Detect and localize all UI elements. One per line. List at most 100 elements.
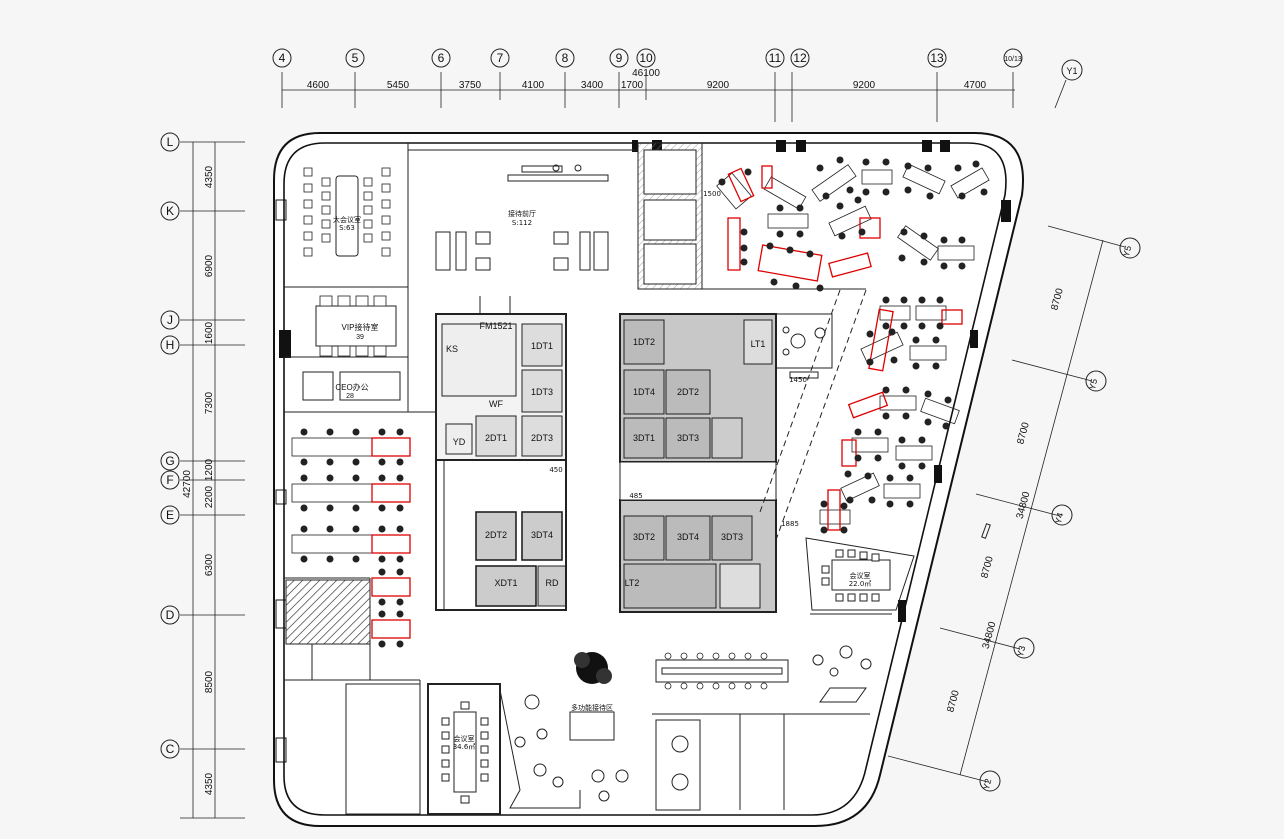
conf-big-area: S:63 <box>339 224 355 232</box>
top-dim-total: 46100 <box>632 68 660 79</box>
lobby-label: 接待前厅 <box>508 209 536 218</box>
left-workstations <box>291 428 411 648</box>
grid-bubble-10-13: 10/13 <box>1004 56 1022 63</box>
lift-xdt1: XDT1 <box>494 578 517 588</box>
yd-label: YD <box>453 437 466 447</box>
lift-1dt4: 1DT4 <box>633 387 655 397</box>
right-dim-3: 8700 <box>979 555 995 580</box>
grid-bubble-10: 10 <box>639 51 653 65</box>
left-grid-bubbles: L K J H G F E D C <box>160 132 180 759</box>
conf-right-label: 会议室 <box>850 571 871 580</box>
lift-3dt2: 3DT2 <box>633 532 655 542</box>
lift-3dt4-a: 3DT4 <box>531 530 553 540</box>
grid-bubble-y5: Y5 <box>1087 378 1100 391</box>
dim-1450: 1450 <box>789 376 807 384</box>
grid-bubble-d: D <box>166 608 175 622</box>
top-dimension-chain: 4600 5450 3750 4100 3400 1700 9200 9200 … <box>281 68 1015 122</box>
grid-bubble-11: 11 <box>769 51 782 65</box>
wf-label: WF <box>489 399 503 409</box>
dim-450: 450 <box>549 466 562 474</box>
grid-bubble-7: 7 <box>497 51 504 65</box>
left-dim-4: 7300 <box>204 391 215 414</box>
vip-area: 39 <box>356 334 364 341</box>
lobby-area: S:112 <box>512 219 532 227</box>
top-dim-3: 3750 <box>459 80 482 91</box>
grid-bubble-4: 4 <box>279 51 286 65</box>
core-b <box>619 313 777 613</box>
grid-bubble-13: 13 <box>930 51 944 65</box>
grid-bubble-y2: Y2 <box>981 778 994 791</box>
grid-bubble-h: H <box>166 338 175 352</box>
grid-bubble-l: L <box>167 135 174 149</box>
grid-bubble-y4: Y4 <box>1053 512 1066 525</box>
room-labels: 接待前厅 S:112 大会议室 S:63 VIP接待室 39 CEO办公 28 … <box>333 190 871 751</box>
left-dim-7: 6300 <box>204 553 215 576</box>
right-office-chairs <box>718 156 988 534</box>
top-dim-1: 4600 <box>307 80 330 91</box>
dim-1885: 1885 <box>781 520 799 528</box>
lift-3dt3-a: 3DT3 <box>677 433 699 443</box>
grid-bubble-c: C <box>166 742 175 756</box>
lift-3dt1: 3DT1 <box>633 433 655 443</box>
circulation-dashed-line <box>775 289 867 541</box>
left-dim-2: 6900 <box>204 254 215 277</box>
left-dim-1: 4350 <box>204 165 215 188</box>
lift-1dt1: 1DT1 <box>531 341 553 351</box>
grid-bubble-9: 9 <box>616 51 623 65</box>
ks-label: KS <box>446 344 458 354</box>
lift-2dt1: 2DT1 <box>485 433 507 443</box>
right-dim-4: 8700 <box>945 689 961 714</box>
grid-bubble-y3: Y3 <box>1015 645 1028 658</box>
support-rooms <box>637 142 866 290</box>
tree-icon <box>574 652 612 684</box>
lift-3dt4-b: 3DT4 <box>677 532 699 542</box>
bottom-chairs <box>664 652 768 690</box>
lift-lt2: LT2 <box>625 578 640 588</box>
left-dim-9: 4350 <box>204 772 215 795</box>
grid-bubble-k: K <box>166 204 174 218</box>
core-a <box>435 313 567 611</box>
top-dim-6: 1700 <box>621 80 644 91</box>
left-wing-rooms <box>284 143 436 681</box>
top-dim-8: 9200 <box>853 80 876 91</box>
conf-big-label: 大会议室 <box>333 215 361 224</box>
lift-1dt3: 1DT3 <box>531 387 553 397</box>
grid-bubble-j: J <box>167 313 173 327</box>
lift-2dt2-b: 2DT2 <box>677 387 699 397</box>
vip-label: VIP接待室 <box>342 322 379 332</box>
left-dim-8: 8500 <box>204 670 215 693</box>
multi-function-label: 多功能接待区 <box>571 703 613 712</box>
lift-2dt2-a: 2DT2 <box>485 530 507 540</box>
lift-lt1: LT1 <box>751 339 766 349</box>
grid-bubble-y5-top: Y5 <box>1121 245 1134 258</box>
left-dim-total: 42700 <box>182 470 193 498</box>
left-dim-3: 1600 <box>204 321 215 344</box>
room-rd: RD <box>546 578 559 588</box>
top-dim-2: 5450 <box>387 80 410 91</box>
lift-3dt3-b: 3DT3 <box>721 532 743 542</box>
right-dim-total-1: 34800 <box>1015 490 1033 520</box>
grid-bubble-6: 6 <box>438 51 445 65</box>
conf-bottom-area: 34.6㎡ <box>453 743 476 751</box>
grid-bubble-e: E <box>166 508 174 522</box>
right-office-desks <box>716 163 990 525</box>
grid-bubble-12: 12 <box>793 51 807 65</box>
grid-bubble-y1: Y1 <box>1066 66 1077 76</box>
right-dim-total-2: 34800 <box>981 620 999 650</box>
grid-bubble-g: G <box>165 454 174 468</box>
ceo-label: CEO办公 <box>335 382 368 392</box>
grid-bubble-5: 5 <box>352 51 359 65</box>
top-dim-9: 4700 <box>964 80 987 91</box>
lobby-furniture <box>408 149 636 316</box>
left-dim-5: 1200 <box>204 458 215 481</box>
ceo-area: 28 <box>346 393 354 400</box>
left-dim-6: 2200 <box>204 485 215 508</box>
conference-chairs <box>303 167 391 357</box>
right-conference-room <box>805 537 915 615</box>
right-dim-2: 8700 <box>1015 421 1031 446</box>
top-grid-bubbles: 4 5 6 7 8 9 10 11 12 13 10/13 Y1 <box>272 48 1083 109</box>
left-dimension-chain: 4350 6900 1600 7300 1200 2200 6300 8500 … <box>180 141 245 819</box>
core-labels: FM1521 KS WF YD 1DT1 1DT3 2DT1 2DT3 2DT2… <box>446 321 765 588</box>
grid-bubble-8: 8 <box>562 51 569 65</box>
